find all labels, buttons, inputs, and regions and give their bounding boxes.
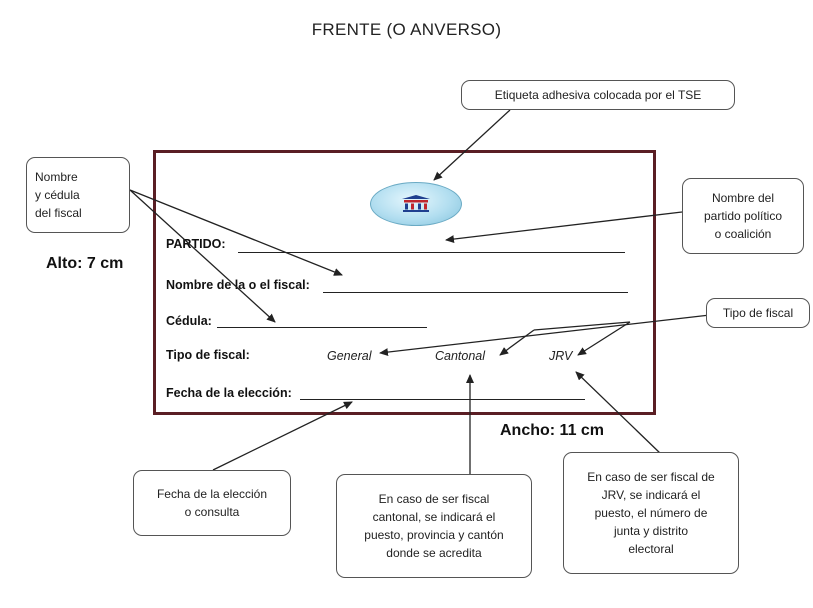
callout-cantonal-line-3: puesto, provincia y cantón	[364, 528, 504, 542]
tipo-jrv-option: JRV	[549, 349, 573, 363]
tipo-general-option: General	[327, 349, 372, 363]
ancho-dimension: Ancho: 11 cm	[500, 422, 605, 439]
callout-partido-line-2: partido político	[703, 209, 783, 223]
callout-nombre-line-2: y cédula	[35, 188, 80, 202]
callout-nombre-line-1: Nombre	[35, 170, 78, 184]
arrow-jrv	[577, 321, 631, 356]
alto-dimension: Alto: 7 cm	[46, 255, 124, 272]
callout-cantonal-line-2: cantonal, se indicará el	[372, 510, 496, 524]
callout-jrv: En caso de ser fiscal de JRV, se indicar…	[563, 452, 739, 574]
callout-nombre-fiscal: Nombre y cédula del fiscal	[26, 157, 130, 233]
cedula-line	[217, 327, 427, 328]
callout-etiqueta-text: Etiqueta adhesiva colocada por el TSE	[494, 88, 702, 102]
tse-logo-icon	[402, 195, 430, 212]
arrow-fecha	[212, 401, 353, 471]
callout-tipo-fiscal-text: Tipo de fiscal	[722, 306, 794, 320]
callout-fecha-line-2: o consulta	[184, 505, 240, 519]
tse-sticker	[370, 182, 462, 226]
callout-cantonal-line-4: donde se acredita	[386, 546, 482, 560]
callout-cantonal-line-1: En caso de ser fiscal	[378, 492, 490, 506]
callout-tipo-fiscal: Tipo de fiscal	[706, 298, 810, 328]
callout-jrv-line-1: En caso de ser fiscal de	[587, 470, 715, 484]
cedula-label: Cédula:	[166, 314, 212, 328]
credential-card	[153, 150, 656, 415]
arrow-tipo-branch	[533, 321, 631, 331]
arrow-partido	[445, 211, 683, 244]
partido-label: PARTIDO:	[166, 237, 226, 251]
nombre-fiscal-line	[323, 292, 628, 293]
partido-line	[238, 252, 625, 253]
arrow-general	[379, 314, 711, 357]
callout-partido-line-3: o coalición	[714, 227, 772, 241]
callout-jrv-line-2: JRV, se indicará el	[601, 488, 701, 502]
arrow-cantonal	[499, 329, 535, 356]
nombre-fiscal-label: Nombre de la o el fiscal:	[166, 278, 310, 292]
callout-fecha-line-1: Fecha de la elección	[156, 487, 268, 501]
callout-cantonal: En caso de ser fiscal cantonal, se indic…	[336, 474, 532, 578]
tipo-cantonal-option: Cantonal	[435, 349, 486, 363]
fecha-eleccion-label: Fecha de la elección:	[166, 386, 292, 400]
callout-jrv-line-3: puesto, el número de	[594, 506, 708, 520]
arrow-jrv-detail	[575, 371, 663, 456]
tipo-fiscal-label: Tipo de fiscal:	[166, 348, 250, 362]
callout-partido-line-1: Nombre del	[711, 191, 774, 205]
arrow-cedula	[129, 189, 276, 323]
callout-etiqueta: Etiqueta adhesiva colocada por el TSE	[461, 80, 735, 110]
callout-partido: Nombre del partido político o coalición	[682, 178, 804, 254]
arrow-nombre	[129, 189, 343, 276]
callout-jrv-line-4: junta y distrito	[613, 524, 689, 538]
fecha-eleccion-line	[300, 399, 585, 400]
callout-nombre-line-3: del fiscal	[35, 206, 82, 220]
arrow-etiqueta	[433, 109, 511, 181]
diagram-title: FRENTE (O ANVERSO)	[311, 20, 502, 39]
callout-fecha: Fecha de la elección o consulta	[133, 470, 291, 536]
callout-jrv-line-5: electoral	[628, 542, 674, 556]
